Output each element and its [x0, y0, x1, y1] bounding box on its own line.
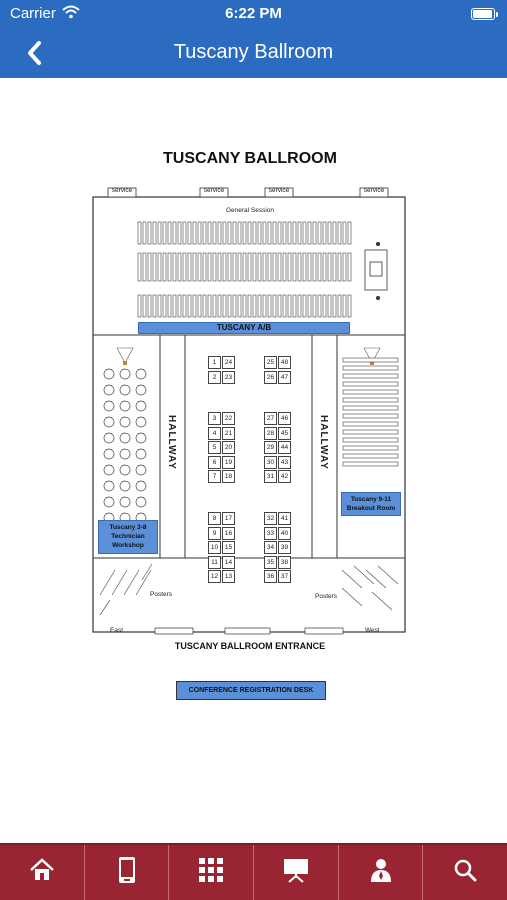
- service-label-3: service: [268, 187, 290, 194]
- booth[interactable]: 44: [278, 441, 291, 454]
- booth[interactable]: 15: [222, 541, 235, 554]
- booth[interactable]: 31: [264, 470, 277, 483]
- booth[interactable]: 1: [208, 356, 221, 369]
- booth[interactable]: 41: [278, 512, 291, 525]
- booth[interactable]: 25: [264, 356, 277, 369]
- booth[interactable]: 38: [278, 555, 291, 569]
- booth[interactable]: 33: [264, 526, 277, 540]
- hallway-left-label: HALLWAY: [166, 415, 177, 470]
- floor-plan-drawing: [92, 187, 406, 635]
- room-tuscany-9-11[interactable]: Tuscany 9-11 Breakout Room: [341, 492, 401, 516]
- tab-home[interactable]: [0, 845, 85, 900]
- booth[interactable]: 26: [264, 370, 277, 384]
- booth[interactable]: 5: [208, 441, 221, 454]
- service-label-2: service: [203, 187, 225, 194]
- booth[interactable]: 28: [264, 426, 277, 440]
- east-label: East: [110, 627, 124, 634]
- tab-device[interactable]: [85, 845, 170, 900]
- grid-icon: [198, 857, 224, 888]
- booth[interactable]: 35: [264, 555, 277, 569]
- booth[interactable]: 18: [222, 470, 235, 483]
- chevron-left-icon[interactable]: [24, 40, 46, 66]
- carrier-label: Carrier: [10, 5, 56, 22]
- page-title: Tuscany Ballroom: [173, 41, 334, 63]
- booth[interactable]: 47: [278, 370, 291, 384]
- posters-right-label: Posters: [315, 593, 338, 600]
- booth[interactable]: 48: [278, 356, 291, 369]
- search-icon: [453, 858, 477, 887]
- west-label: West: [365, 627, 380, 634]
- booth[interactable]: 39: [278, 541, 291, 554]
- room-tuscany-ab[interactable]: TUSCANY A/B: [138, 322, 350, 334]
- booth[interactable]: 27: [264, 412, 277, 425]
- hallway-right-label: HALLWAY: [318, 415, 329, 470]
- booth[interactable]: 4: [208, 426, 221, 440]
- booth[interactable]: 24: [222, 356, 235, 369]
- booth[interactable]: 16: [222, 526, 235, 540]
- booth[interactable]: 21: [222, 426, 235, 440]
- booth[interactable]: 19: [222, 455, 235, 469]
- presentation-icon: [282, 857, 310, 888]
- booth[interactable]: 12: [208, 570, 221, 583]
- booth[interactable]: 37: [278, 570, 291, 583]
- tab-grid[interactable]: [169, 845, 255, 900]
- ballroom-entrance-label: TUSCANY BALLROOM ENTRANCE: [174, 641, 326, 651]
- booth[interactable]: 29: [264, 441, 277, 454]
- general-session-label: General Session: [225, 207, 275, 214]
- service-label-4: service: [363, 187, 385, 194]
- tab-search[interactable]: [423, 845, 507, 900]
- booth[interactable]: 45: [278, 426, 291, 440]
- booth[interactable]: 43: [278, 455, 291, 469]
- speaker-person-icon: [368, 857, 394, 888]
- booth[interactable]: 11: [208, 555, 221, 569]
- battery-icon: [471, 8, 498, 20]
- booth[interactable]: 3: [208, 412, 221, 425]
- booth[interactable]: 36: [264, 570, 277, 583]
- floor-plan-map[interactable]: TUSCANY BALLROOM: [80, 140, 430, 710]
- status-bar: Carrier 6:22 PM: [0, 0, 507, 28]
- status-time: 6:22 PM: [225, 5, 282, 22]
- booth[interactable]: 13: [222, 570, 235, 583]
- booth[interactable]: 30: [264, 455, 277, 469]
- room-tuscany-3-8[interactable]: Tuscany 3-8 Technician Workshop: [98, 520, 158, 554]
- booth[interactable]: 6: [208, 455, 221, 469]
- booth[interactable]: 7: [208, 470, 221, 483]
- home-icon: [29, 858, 55, 887]
- tab-presentations[interactable]: [254, 845, 339, 900]
- booth[interactable]: 34: [264, 541, 277, 554]
- booth[interactable]: 9: [208, 526, 221, 540]
- booth[interactable]: 8: [208, 512, 221, 525]
- posters-left-label: Posters: [150, 591, 173, 598]
- booth[interactable]: 14: [222, 555, 235, 569]
- booth[interactable]: 42: [278, 470, 291, 483]
- booth[interactable]: 17: [222, 512, 235, 525]
- wifi-icon: [62, 5, 80, 24]
- mobile-device-icon: [118, 856, 136, 889]
- booth[interactable]: 22: [222, 412, 235, 425]
- booth[interactable]: 20: [222, 441, 235, 454]
- navigation-bar: Tuscany Ballroom: [0, 28, 507, 78]
- booth[interactable]: 40: [278, 526, 291, 540]
- tab-speakers[interactable]: [339, 845, 424, 900]
- floor-plan-title: TUSCANY BALLROOM: [163, 150, 337, 167]
- booth[interactable]: 2: [208, 370, 221, 384]
- booth[interactable]: 10: [208, 541, 221, 554]
- service-label-1: service: [111, 187, 133, 194]
- booth[interactable]: 32: [264, 512, 277, 525]
- booth[interactable]: 23: [222, 370, 235, 384]
- bottom-tab-bar: [0, 843, 507, 900]
- registration-desk[interactable]: CONFERENCE REGISTRATION DESK: [176, 681, 326, 700]
- booth[interactable]: 46: [278, 412, 291, 425]
